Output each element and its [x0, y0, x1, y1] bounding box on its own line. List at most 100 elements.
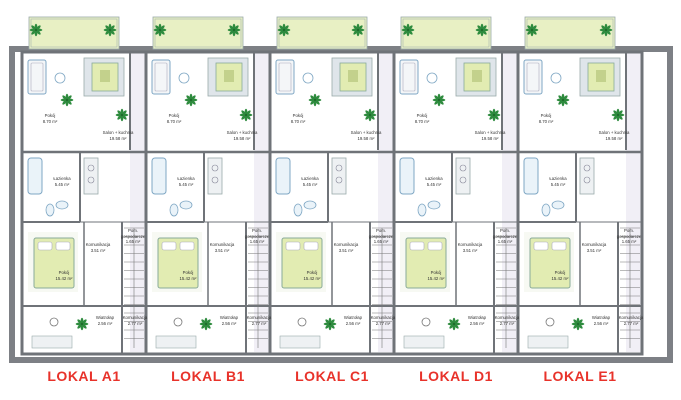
plant-leaf	[310, 95, 315, 100]
plant-center	[561, 98, 565, 102]
room-kom2-area-label: 2.77 m²	[251, 320, 267, 326]
plant-leaf	[527, 25, 532, 30]
unit-title[interactable]: LOKAL D1	[419, 368, 493, 384]
plant-leaf	[353, 30, 358, 35]
room-pokoj2-label: Pokój	[58, 270, 70, 275]
wardrobe-inner	[154, 62, 168, 92]
stairs	[620, 227, 640, 348]
plant-leaf	[77, 324, 82, 329]
wardrobe	[399, 59, 419, 95]
unit-title[interactable]: LOKAL B1	[171, 368, 245, 384]
room-pokoj2-area-label: 15.42 m²	[55, 275, 73, 281]
plant-center	[313, 98, 317, 102]
room-pokoj-label: Pokój	[168, 113, 180, 118]
bathtub	[523, 157, 539, 195]
wardrobe-inner	[526, 62, 540, 92]
plant-leaf	[155, 30, 160, 35]
terrace-railing	[30, 18, 118, 48]
plant-leaf	[330, 319, 335, 324]
wardrobe	[27, 59, 47, 95]
plant-center	[616, 113, 620, 117]
door-swing-icon	[173, 317, 183, 327]
plant-leaf	[403, 25, 408, 30]
plant-leaf	[234, 30, 239, 35]
plant-leaf	[365, 110, 370, 115]
pillow	[533, 241, 549, 251]
plant-icon	[29, 23, 43, 37]
plant-leaf	[31, 25, 36, 30]
bathtub	[399, 157, 415, 195]
plant-icon	[475, 23, 489, 37]
room-pokoj2-area-label: 15.42 m²	[179, 275, 197, 281]
room-pom-2-label: gospodarcze	[368, 233, 394, 239]
room-pokoj2-area-label: 15.42 m²	[303, 275, 321, 281]
plant-icon	[227, 23, 241, 37]
plant-leaf	[241, 110, 246, 115]
plant-leaf	[229, 25, 234, 30]
terrace-railing	[526, 18, 614, 48]
room-pokoj2-area-label: 15.42 m²	[427, 275, 445, 281]
kitchen-unit	[579, 157, 595, 195]
sink-icon	[551, 200, 565, 210]
lamp-icon	[550, 72, 562, 84]
plant-leaf	[601, 30, 606, 35]
room-komunikacja-label: Komunikacja	[581, 242, 607, 247]
plant-leaf	[601, 25, 606, 30]
room-wiatrolap-area-label: 2.56 m²	[345, 320, 361, 326]
plant-center	[204, 322, 208, 326]
plant-icon	[308, 93, 322, 107]
unit-title[interactable]: LOKAL A1	[47, 368, 121, 384]
plant-leaf	[330, 324, 335, 329]
plant-leaf	[62, 100, 67, 105]
bed	[529, 237, 571, 289]
room-lazienka-area-label: 5.45 m²	[178, 181, 194, 187]
plant-center	[108, 28, 112, 32]
plant-icon	[432, 93, 446, 107]
room-kom2-label: Komunikacja	[370, 315, 396, 320]
plant-leaf	[82, 319, 87, 324]
room-salon-label: Salon + kuchnia	[350, 130, 382, 135]
plant-leaf	[408, 25, 413, 30]
plant-center	[328, 322, 332, 326]
unit-title[interactable]: LOKAL E1	[543, 368, 617, 384]
plant-leaf	[82, 324, 87, 329]
room-lazienka-area-label: 5.45 m²	[302, 181, 318, 187]
plant-icon	[103, 23, 117, 37]
plant-leaf	[532, 25, 537, 30]
plant-icon	[277, 23, 291, 37]
room-pom-2-label: gospodarcze	[616, 233, 642, 239]
toilet-icon	[169, 203, 179, 217]
terrace	[400, 16, 492, 50]
room-komunikacja-label: Komunikacja	[85, 242, 111, 247]
plant-center	[158, 28, 162, 32]
room-kom2-label: Komunikacja	[246, 315, 272, 320]
door-swing-icon	[49, 317, 59, 327]
plant-icon	[239, 108, 253, 122]
room-lazienka-label: Łazienka	[177, 176, 195, 181]
plant-leaf	[558, 100, 563, 105]
table-top	[348, 70, 358, 82]
unit-title[interactable]: LOKAL C1	[295, 368, 369, 384]
wardrobe	[275, 59, 295, 95]
room-pokoj2-label: Pokój	[182, 270, 194, 275]
lamp-icon	[302, 72, 314, 84]
plant-leaf	[482, 30, 487, 35]
plant-leaf	[454, 324, 459, 329]
kitchen-unit	[83, 157, 99, 195]
toilet-icon	[45, 203, 55, 217]
room-lazienka-label: Łazienka	[53, 176, 71, 181]
plant-leaf	[477, 30, 482, 35]
plant-icon	[447, 317, 461, 331]
room-wiatrolap-area-label: 2.56 m²	[97, 320, 113, 326]
room-pokoj-label: Pokój	[44, 113, 56, 118]
door-swing-icon	[545, 317, 555, 327]
plant-leaf	[229, 30, 234, 35]
unit-drawing	[20, 16, 148, 356]
plant-leaf	[618, 115, 623, 120]
table-top	[596, 70, 606, 82]
plant-leaf	[234, 25, 239, 30]
plant-leaf	[370, 110, 375, 115]
terrace-railing	[278, 18, 366, 48]
sink-icon	[427, 200, 441, 210]
room-komunikacja-area-label: 3.51 m²	[214, 247, 230, 253]
